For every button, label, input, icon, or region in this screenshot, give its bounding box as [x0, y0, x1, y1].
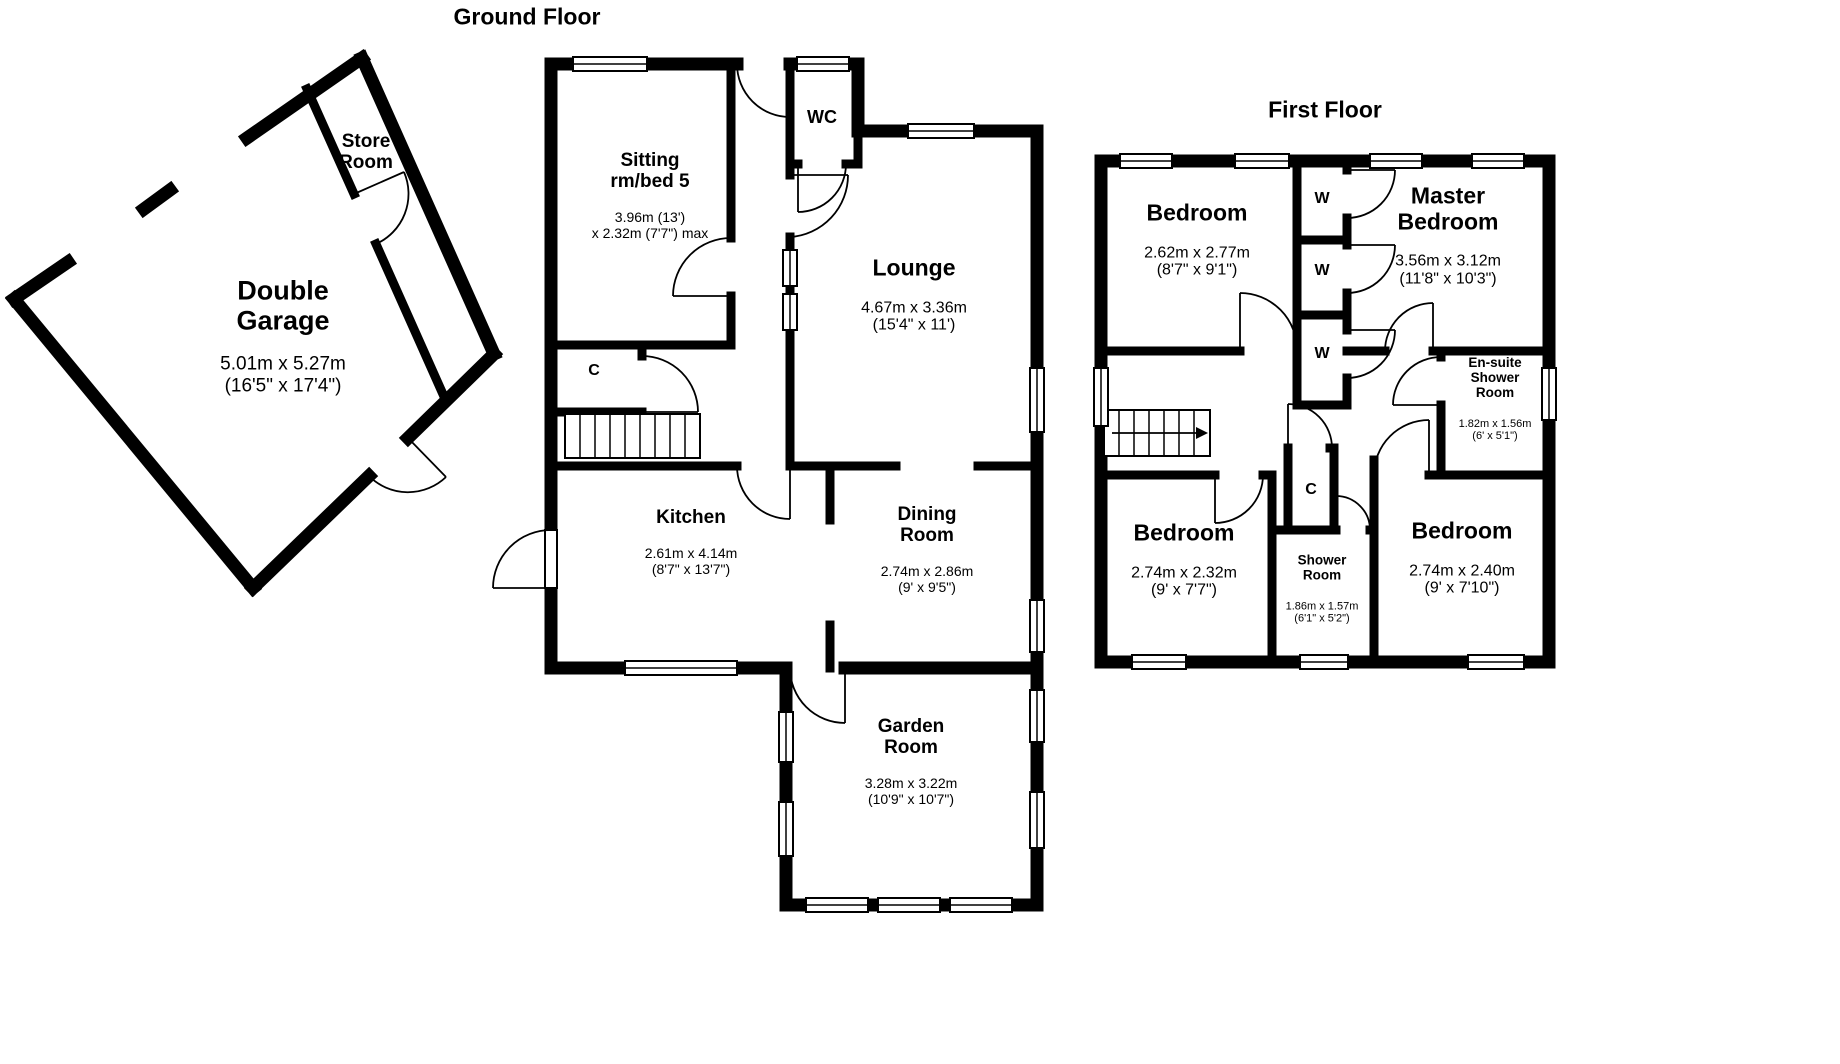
room-label-bedroom-3: Bedroom 2.74m x 2.40m (9' x 7'10") [1409, 500, 1515, 615]
room-label-wardrobe-3: W [1314, 327, 1329, 381]
room-name: Bedroom [1411, 517, 1513, 544]
ground-floor-title: Ground Floor [453, 3, 601, 30]
room-label-wardrobe-2: W [1314, 244, 1329, 298]
room-name: Kitchen [656, 506, 726, 528]
room-label-ensuite: En-suite Shower Room 1.82m x 1.56m (6' x… [1459, 337, 1532, 461]
room-name: Double Garage [236, 275, 330, 336]
first-door-arcs [1214, 169, 1442, 531]
room-label-dining-room: Dining Room 2.74m x 2.86m (9' x 9'5") [881, 486, 974, 614]
room-label-bedroom-1: Bedroom 2.62m x 2.77m (8'7" x 9'1") [1144, 182, 1250, 297]
room-name: WC [807, 106, 837, 127]
ground-stairs [564, 413, 701, 459]
garage-door-leaves [353, 171, 447, 478]
ground-door-arcs [492, 63, 849, 724]
room-name: C [1305, 481, 1317, 499]
room-label-garden-room: Garden Room 3.28m x 3.22m (10'9" x 10'7"… [865, 698, 958, 826]
room-dimensions: 2.74m x 2.40m (9' x 7'10") [1409, 561, 1515, 597]
room-label-wc: WC [807, 89, 837, 145]
room-label-master-bedroom: Master Bedroom 3.56m x 3.12m (11'8" x 10… [1395, 165, 1501, 306]
room-name: W [1314, 262, 1330, 280]
room-dimensions: 2.62m x 2.77m (8'7" x 9'1") [1144, 243, 1250, 279]
room-label-wardrobe-1: W [1314, 172, 1329, 226]
room-label-cupboard-first: C [1305, 463, 1317, 517]
first-door-leaves [1214, 169, 1441, 530]
first-floor-plan [1093, 153, 1557, 670]
ground-floor-plan [492, 56, 1045, 913]
room-name: Sitting rm/bed 5 [610, 150, 690, 193]
room-name: Bedroom [1133, 519, 1235, 546]
room-dimensions: 4.67m x 3.36m (15'4" x 11') [861, 298, 967, 334]
room-name: Lounge [872, 254, 956, 281]
room-dimensions: 3.96m (13') x 2.32m (7'7") max [591, 209, 709, 242]
room-dimensions: 3.56m x 3.12m (11'8" x 10'3") [1395, 252, 1501, 288]
ground-stair-treads [579, 414, 686, 458]
room-label-shower-room: Shower Room 1.86m x 1.57m (6'1" x 5'2") [1286, 535, 1359, 644]
garage-door-arcs [368, 171, 447, 494]
first-window-midlines [1100, 160, 1550, 663]
back-door-jamb [544, 529, 558, 589]
room-label-double-garage: Double Garage 5.01m x 5.27m (16'5" x 17'… [220, 258, 346, 415]
ground-door-leaves [493, 64, 848, 723]
first-windows [1093, 153, 1557, 670]
stairs-direction-arrowhead [1196, 427, 1208, 439]
garage-plan [4, 48, 504, 598]
room-dimensions: 2.74m x 2.32m (9' x 7'7") [1131, 563, 1237, 599]
room-name: W [1314, 190, 1330, 208]
room-name: Bedroom [1146, 199, 1248, 226]
garage-exterior-walls [4, 48, 504, 598]
room-dimensions: 1.82m x 1.56m (6' x 5'1") [1458, 418, 1532, 443]
store-room-partition-wall [301, 83, 452, 407]
room-name: C [588, 362, 600, 380]
room-label-sitting-room: Sitting rm/bed 5 3.96m (13') x 2.32m (7'… [592, 132, 709, 260]
room-name: Garden Room [877, 716, 945, 759]
room-label-kitchen: Kitchen 2.61m x 4.14m (8'7" x 13'7") [645, 489, 738, 595]
room-label-lounge: Lounge 4.67m x 3.36m (15'4" x 11') [861, 237, 967, 352]
ground-windows [544, 56, 1045, 913]
room-name: En-suite Shower Room [1468, 355, 1522, 401]
room-dimensions: 2.61m x 4.14m (8'7" x 13'7") [644, 544, 738, 577]
room-label-bedroom-2: Bedroom 2.74m x 2.32m (9' x 7'7") [1131, 502, 1237, 617]
room-name: Store Room [339, 130, 393, 173]
room-dimensions: 5.01m x 5.27m (16'5" x 17'4") [220, 353, 346, 397]
room-name: Master Bedroom [1397, 182, 1499, 235]
room-dimensions: 2.74m x 2.86m (9' x 9'5") [880, 563, 974, 596]
room-name: W [1314, 345, 1330, 363]
room-dimensions: 1.86m x 1.57m (6'1" x 5'2") [1285, 600, 1359, 626]
room-label-store-room: Store Room [339, 113, 393, 191]
ground-window-midlines [573, 63, 1038, 906]
first-floor-title: First Floor [1268, 96, 1382, 123]
room-name: Shower Room [1297, 552, 1347, 583]
room-label-cupboard-ground: C [588, 344, 600, 398]
room-dimensions: 3.28m x 3.22m (10'9" x 10'7") [864, 775, 958, 808]
room-name: Dining Room [897, 504, 957, 547]
